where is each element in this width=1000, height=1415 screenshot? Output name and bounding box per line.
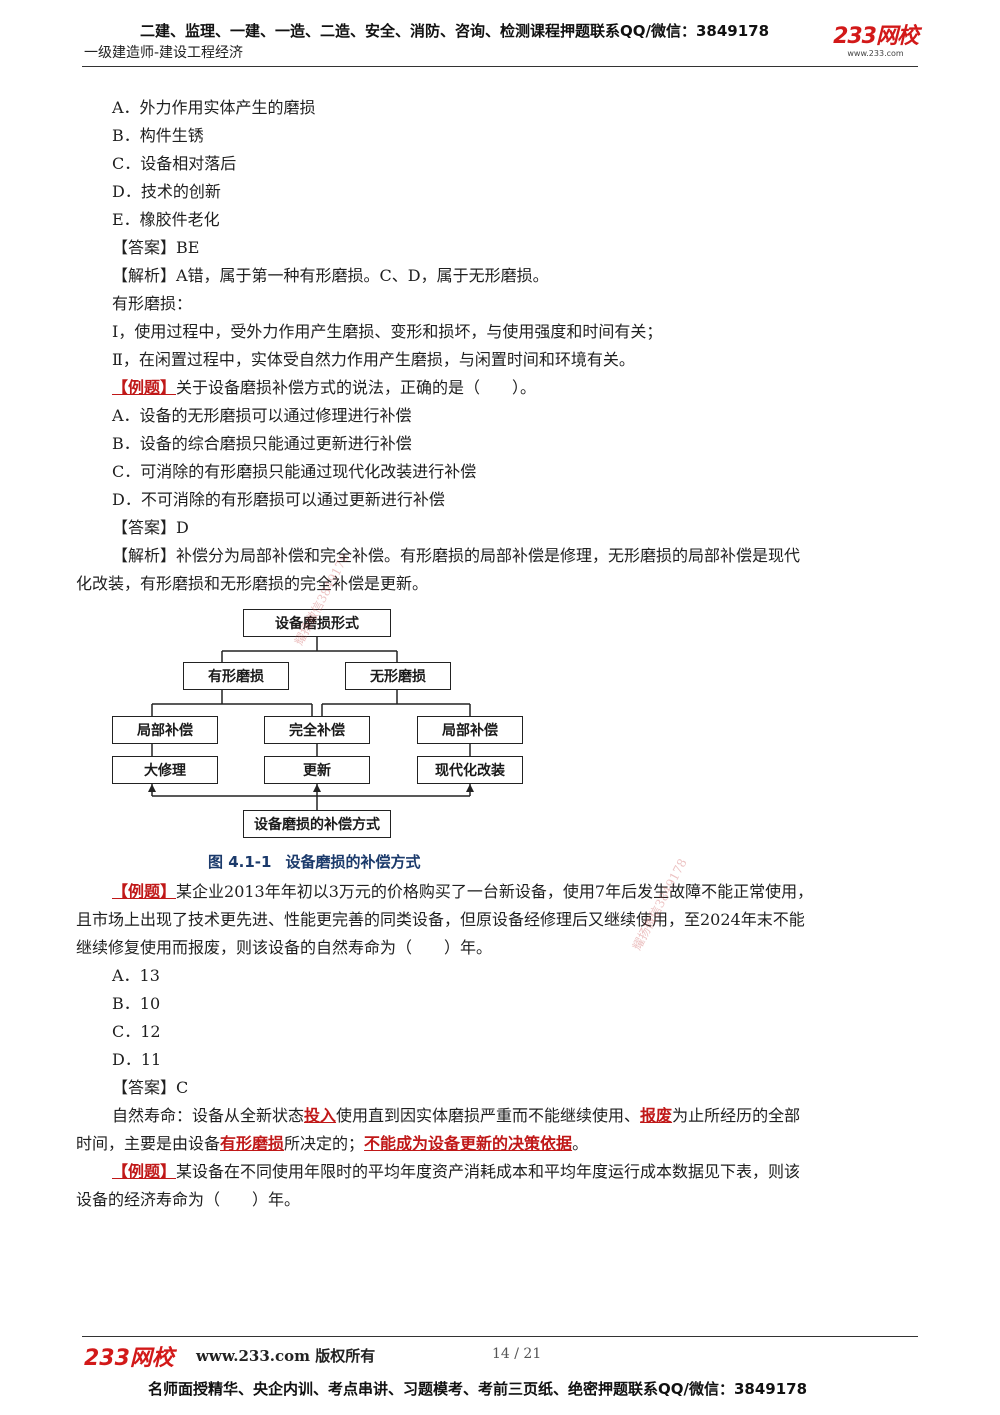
example-tag: 【例题】	[112, 1162, 177, 1181]
example-tag: 【例题】	[112, 882, 177, 901]
expl-text: 使用直到因实体磨损严重而不能继续使用、	[336, 1106, 641, 1125]
answer: 【答案】D	[112, 518, 189, 537]
node-tangible-wear: 有形磨损	[183, 662, 289, 690]
document-subtitle: 一级建造师-建设工程经济	[84, 45, 244, 61]
explanation: 自然寿命：设备从全新状态投入使用直到因实体磨损严重而不能继续使用、报废为止所经历…	[112, 1106, 800, 1126]
site-logo: 233网校 www.233.com	[833, 24, 919, 59]
option-d: D．不可消除的有形磨损可以通过更新进行补偿	[112, 490, 445, 509]
explanation: 时间，主要是由设备有形磨损所决定的；不能成为设备更新的决策依据。	[76, 1134, 588, 1154]
logo-url: www.233.com	[847, 49, 904, 58]
node-compensation-methods: 设备磨损的补偿方式	[243, 810, 391, 838]
note-line: Ⅰ，使用过程中，受外力作用产生磨损、变形和损坏，与使用强度和时间有关；	[112, 322, 663, 341]
highlight: 投入	[304, 1106, 337, 1125]
header-divider	[82, 66, 918, 67]
option-b: B．10	[112, 994, 161, 1013]
footer-promo-text: 名师面授精华、央企内训、考点串讲、习题模考、考前三页纸、绝密押题联系QQ/微信：…	[148, 1380, 808, 1398]
option-d: D．11	[112, 1050, 162, 1069]
figure-title: 设备磨损的补偿方式	[285, 853, 421, 871]
page-number: 14 / 21	[492, 1346, 542, 1362]
node-wear-forms: 设备磨损形式	[243, 609, 391, 637]
expl-text: 所决定的；	[284, 1134, 365, 1153]
option-c: C．12	[112, 1022, 161, 1041]
option-e: E．橡胶件老化	[112, 210, 220, 229]
question-stem: 【例题】某企业2013年年初以3万元的价格购买了一台新设备，使用7年后发生故障不…	[112, 882, 813, 902]
highlight: 不能成为设备更新的决策依据	[364, 1134, 573, 1153]
header-promo-text: 二建、监理、一建、一造、二造、安全、消防、咨询、检测课程押题联系QQ/微信：38…	[140, 22, 770, 40]
figure-caption: 图 4.1-1 设备磨损的补偿方式	[208, 851, 420, 872]
option-c: C．设备相对落后	[112, 154, 237, 173]
option-d: D．技术的创新	[112, 182, 221, 201]
figure-number: 图 4.1-1	[208, 853, 272, 871]
answer: 【答案】BE	[112, 238, 200, 257]
footer-logo: 233网校	[84, 1346, 174, 1371]
example-tag: 【例题】	[112, 378, 177, 397]
note-line: Ⅱ，在闲置过程中，实体受自然力作用产生磨损，与闲置时间和环境有关。	[112, 350, 635, 369]
footer-divider	[82, 1336, 918, 1337]
option-a: A．外力作用实体产生的磨损	[112, 98, 316, 117]
option-b: B．构件生锈	[112, 126, 204, 145]
node-partial-comp-left: 局部补偿	[112, 716, 218, 744]
footer-site: www.233.com 版权所有	[196, 1347, 376, 1365]
analysis: 化改装，有形磨损和无形磨损的完全补偿是更新。	[76, 574, 429, 593]
stem-text: 关于设备磨损补偿方式的说法，正确的是（ ）。	[176, 378, 537, 397]
expl-text: 时间，主要是由设备	[76, 1134, 221, 1153]
stem-text: 某企业2013年年初以3万元的价格购买了一台新设备，使用7年后发生故障不能正常使…	[176, 882, 814, 901]
option-b: B．设备的综合磨损只能通过更新进行补偿	[112, 434, 412, 453]
highlight: 有形磨损	[220, 1134, 285, 1153]
question-stem: 【例题】关于设备磨损补偿方式的说法，正确的是（ ）。	[112, 378, 536, 398]
stem-text: 某设备在不同使用年限时的平均年度资产消耗成本和平均年度运行成本数据见下表，则该	[176, 1162, 801, 1181]
question-stem: 【例题】某设备在不同使用年限时的平均年度资产消耗成本和平均年度运行成本数据见下表…	[112, 1162, 800, 1182]
highlight: 报废	[640, 1106, 673, 1125]
node-modernization: 现代化改装	[417, 756, 523, 784]
answer: 【答案】C	[112, 1078, 189, 1097]
note-title: 有形磨损：	[112, 294, 193, 313]
node-partial-comp-right: 局部补偿	[417, 716, 523, 744]
stem-text: 设备的经济寿命为（ ）年。	[76, 1190, 301, 1209]
logo-text: 233网校	[833, 24, 919, 49]
node-renewal: 更新	[264, 756, 370, 784]
analysis: 【解析】补偿分为局部补偿和完全补偿。有形磨损的局部补偿是修理，无形磨损的局部补偿…	[112, 546, 801, 565]
expl-text: 为止所经历的全部	[672, 1106, 801, 1125]
option-c: C．可消除的有形磨损只能通过现代化改装进行补偿	[112, 462, 477, 481]
node-overhaul: 大修理	[112, 756, 218, 784]
option-a: A．13	[112, 966, 160, 985]
node-complete-comp: 完全补偿	[264, 716, 370, 744]
stem-text: 且市场上出现了技术更先进、性能更完善的同类设备，但原设备经修理后又继续使用，至2…	[76, 910, 805, 929]
expl-text: 自然寿命：设备从全新状态	[112, 1106, 305, 1125]
analysis: 【解析】A错，属于第一种有形磨损。C、D，属于无形磨损。	[112, 266, 549, 285]
node-intangible-wear: 无形磨损	[345, 662, 451, 690]
expl-text: 。	[572, 1134, 589, 1153]
option-a: A．设备的无形磨损可以通过修理进行补偿	[112, 406, 412, 425]
stem-text: 继续修复使用而报废，则该设备的自然寿命为（ ）年。	[76, 938, 493, 957]
